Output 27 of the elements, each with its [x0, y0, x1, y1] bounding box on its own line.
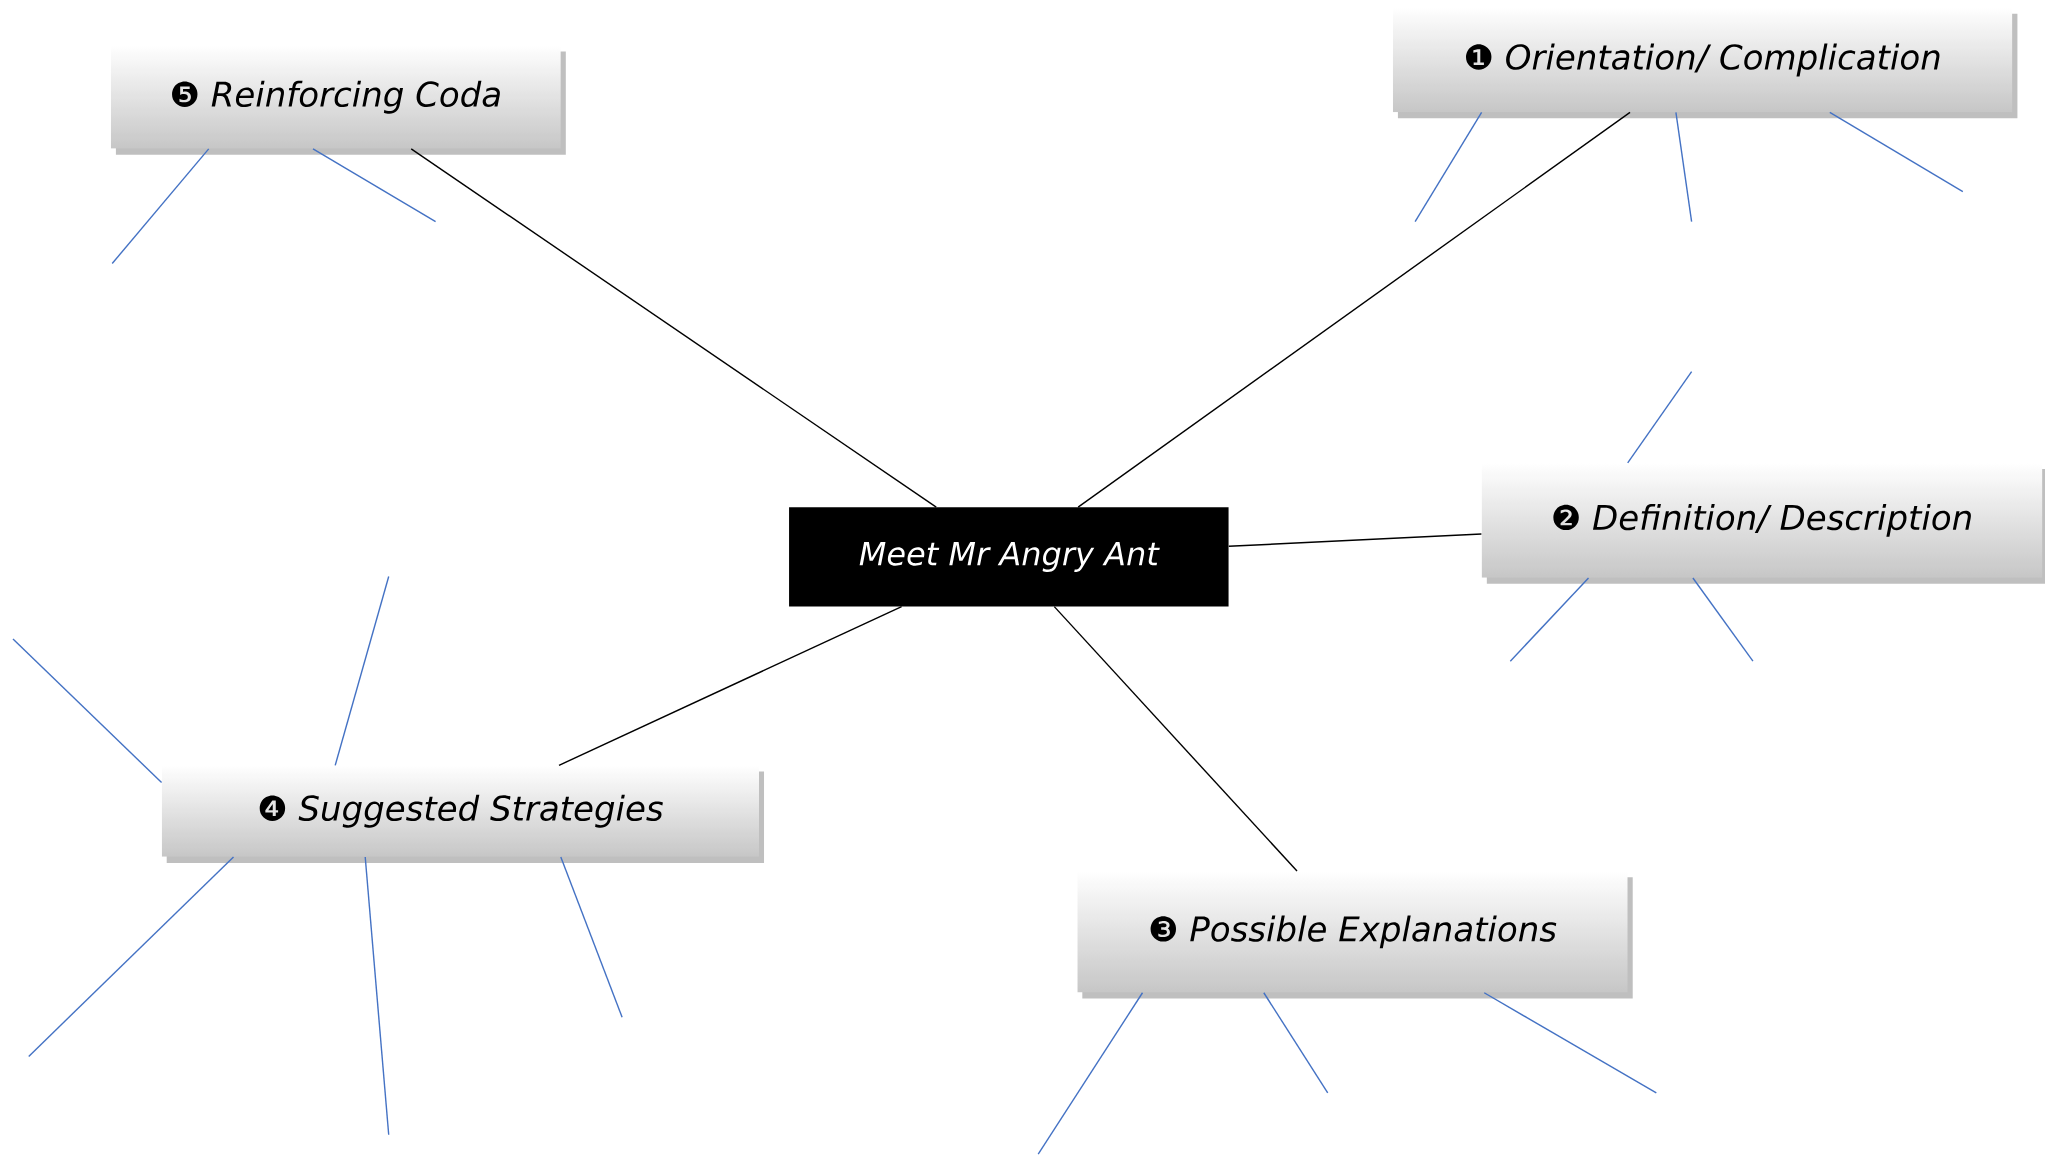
connector-line [334, 575, 390, 767]
connector-line [312, 148, 437, 223]
topic-box: ❺ Reinforcing Coda [110, 46, 566, 155]
connector-line [1675, 111, 1693, 223]
connector-line [28, 856, 235, 1058]
connector-line [12, 638, 163, 784]
connector-line [1228, 533, 1483, 547]
connector-line [560, 856, 623, 1018]
connector-line [558, 605, 903, 767]
connector-line [1509, 577, 1590, 662]
connector-line [1627, 371, 1693, 464]
connector-line [1692, 577, 1754, 662]
connector-line [1829, 111, 1964, 193]
connector-line [1037, 992, 1144, 1155]
title-box: Meet Mr Angry Ant [789, 507, 1229, 607]
connector-line [1263, 992, 1329, 1094]
connector-line [111, 148, 210, 265]
topic-box: ❹ Suggested Strategies [161, 765, 764, 863]
connector-line [1483, 992, 1657, 1094]
connector-line [1077, 111, 1631, 508]
topic-box: ❸ Possible Explanations [1077, 871, 1633, 999]
connector-line [1414, 111, 1483, 223]
topic-box: ❶ Orientation/ Complication [1392, 8, 2018, 119]
connector-line [1053, 605, 1298, 872]
connector-line [410, 148, 937, 508]
connector-line [364, 856, 390, 1136]
topic-box: ❷ Definition/ Description [1481, 463, 2045, 584]
